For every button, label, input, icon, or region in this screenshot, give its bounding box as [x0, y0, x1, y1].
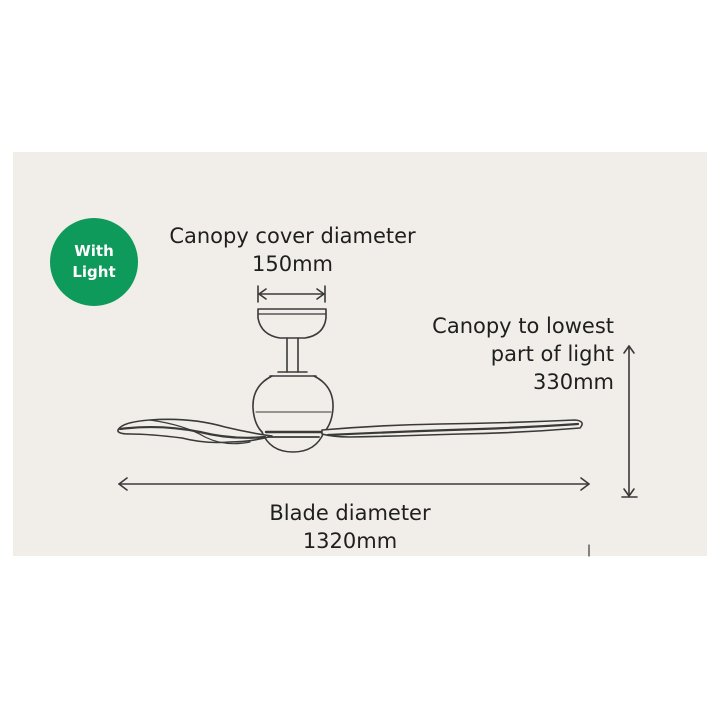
height-arrow [621, 345, 638, 498]
diagram-panel [13, 152, 707, 556]
canopy [257, 308, 327, 339]
motor-housing [252, 371, 334, 453]
canopy-to-light-line-2: part of light [490, 342, 614, 366]
badge-line-2: Light [72, 263, 116, 281]
canopy-cover-title: Canopy cover diameter [169, 224, 416, 248]
downrod [286, 337, 299, 373]
badge-line-1: With [74, 242, 114, 260]
canopy-to-light-line-1: Canopy to lowest [432, 314, 614, 338]
blade-diameter-title: Blade diameter [269, 501, 431, 525]
blade-diameter-label: Blade diameter 1320mm [240, 499, 460, 555]
with-light-badge: With Light [50, 218, 138, 306]
canopy-to-light-value: 330mm [533, 370, 614, 394]
canopy-to-light-label: Canopy to lowest part of light 330mm [432, 312, 614, 396]
fan-blades [117, 418, 583, 445]
blade-diameter-value: 1320mm [302, 529, 398, 553]
blade-width-arrow [118, 477, 590, 491]
canopy-cover-value: 150mm [252, 252, 333, 276]
canopy-cover-label: Canopy cover diameter 150mm [160, 222, 425, 278]
canopy-width-arrow [257, 285, 326, 303]
